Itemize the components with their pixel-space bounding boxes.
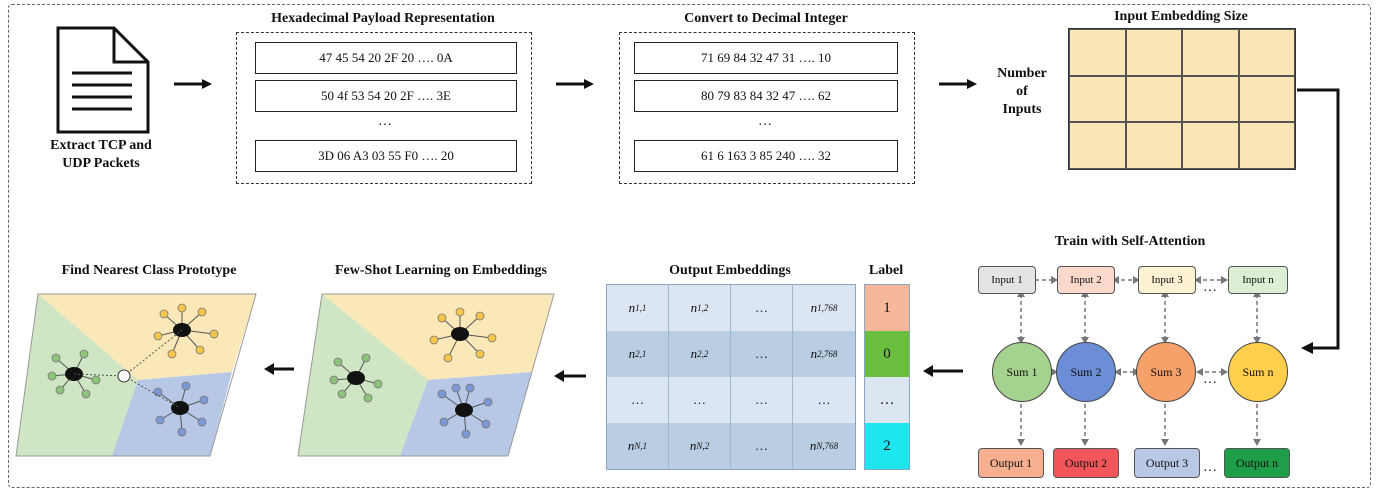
table-cell-base: n xyxy=(689,438,697,453)
table-cell-base: n xyxy=(627,438,635,453)
attention-sum-node: Sum 1 xyxy=(992,342,1052,402)
fewshot-title: Few-Shot Learning on Embeddings xyxy=(335,263,547,278)
inputs-label-1: Number xyxy=(997,66,1047,81)
attention-output-node: Output 1 xyxy=(978,448,1044,478)
table-cell-base: n xyxy=(809,438,817,453)
label-title: Label xyxy=(868,263,904,278)
table-cell-sub: 2,1 xyxy=(635,349,647,359)
arrow-icon xyxy=(556,79,594,89)
label-cell: 0 xyxy=(865,331,909,377)
attention-input-node: Input 3 xyxy=(1138,266,1196,294)
attention-ellipsis: … xyxy=(1203,372,1217,387)
table-cell-base: n xyxy=(810,300,818,315)
attention-sum-node: Sum 2 xyxy=(1056,342,1116,402)
prototype-embedding-space xyxy=(15,293,257,457)
table-cell-base: n xyxy=(690,346,698,361)
hex-row: 47 45 54 20 2F 20 …. 0A xyxy=(255,42,517,74)
inputs-label-3: Inputs xyxy=(1002,102,1042,117)
table-cell-sub: 2,768 xyxy=(817,349,838,359)
output-embeddings-title: Output Embeddings xyxy=(669,263,791,278)
prototype-title: Find Nearest Class Prototype xyxy=(61,263,237,278)
label-cell: … xyxy=(865,377,909,423)
dec-row: 80 79 83 84 32 47 …. 62 xyxy=(634,80,898,112)
table-cell-base: n xyxy=(690,300,698,315)
dec-ellipsis: … xyxy=(758,114,772,129)
attention-connectors xyxy=(1017,276,1261,446)
attention-output-node: Output 3 xyxy=(1134,448,1200,478)
attention-input-node: Input 2 xyxy=(1057,266,1115,294)
table-cell-sub: N,768 xyxy=(816,441,839,451)
table-cell-sub: N,1 xyxy=(634,441,648,451)
dec-title: Convert to Decimal Integer xyxy=(684,11,848,26)
table-cell-base: n xyxy=(810,346,818,361)
attention-ellipsis: … xyxy=(1203,280,1217,295)
hex-row: 50 4f 53 54 20 2F …. 3E xyxy=(255,80,517,112)
arrow-icon xyxy=(174,79,212,89)
hex-container xyxy=(236,32,532,184)
table-cell-base: … xyxy=(631,392,644,407)
attention-output-node: Output 2 xyxy=(1053,448,1119,478)
table-cell-base: … xyxy=(755,346,768,361)
hex-ellipsis: … xyxy=(378,114,392,129)
table-row: … … … … xyxy=(607,377,855,424)
table-cell-base: … xyxy=(817,392,831,407)
arrow-left-icon xyxy=(264,363,294,375)
arrow-left-icon xyxy=(923,365,963,377)
connector-arrow-icon xyxy=(1297,88,1340,354)
attention-input-node: Input 1 xyxy=(978,266,1036,294)
document-icon xyxy=(52,25,152,135)
table-cell-base: n xyxy=(628,300,636,315)
table-cell-sub: 1,768 xyxy=(817,303,838,313)
attention-title: Train with Self-Attention xyxy=(1054,234,1206,249)
hex-row: 3D 06 A3 03 55 F0 …. 20 xyxy=(255,140,517,172)
embedding-title: Input Embedding Size xyxy=(1114,9,1248,24)
dec-row: 61 6 163 3 85 240 …. 32 xyxy=(634,140,898,172)
extract-label-line1: Extract TCP and xyxy=(50,138,152,153)
table-cell-sub: 1,2 xyxy=(697,303,709,313)
arrow-icon xyxy=(939,79,977,89)
arrow-left-icon xyxy=(554,370,586,382)
dec-container xyxy=(619,32,915,184)
extract-label-line2: UDP Packets xyxy=(62,156,140,171)
outer-frame xyxy=(8,4,1371,488)
label-cell: 2 xyxy=(865,423,909,469)
table-cell-base: … xyxy=(755,300,768,315)
table-cell-base: … xyxy=(755,392,768,407)
inputs-label-2: of xyxy=(1016,84,1028,99)
attention-sum-node: Sum 3 xyxy=(1136,342,1196,402)
attention-output-node: Output n xyxy=(1224,448,1290,478)
label-column: 1 0 … 2 xyxy=(864,284,910,470)
table-cell-sub: 2,2 xyxy=(697,349,709,359)
attention-input-node: Input n xyxy=(1228,266,1288,294)
dec-row: 71 69 84 32 47 31 …. 10 xyxy=(634,42,898,74)
table-cell-base: n xyxy=(628,346,636,361)
label-cell: 1 xyxy=(865,285,909,331)
table-cell-sub: 1,1 xyxy=(635,303,647,313)
attention-ellipsis: … xyxy=(1203,460,1217,475)
embedding-grid xyxy=(1068,28,1296,170)
fewshot-embedding-space xyxy=(297,293,555,457)
table-cell-base: … xyxy=(693,392,706,407)
attention-sum-node: Sum n xyxy=(1228,342,1288,402)
hex-title: Hexadecimal Payload Representation xyxy=(271,11,495,26)
table-cell-base: … xyxy=(755,438,768,453)
table-cell-sub: N,2 xyxy=(696,441,710,451)
